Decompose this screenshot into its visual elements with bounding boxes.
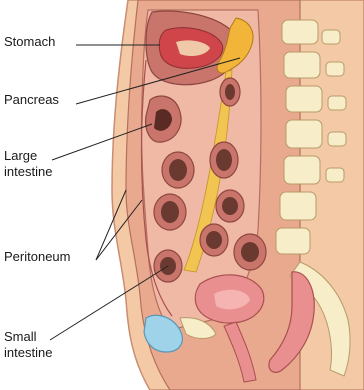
large-intestine bbox=[146, 96, 181, 142]
vertebra bbox=[284, 52, 320, 78]
vertebra bbox=[280, 192, 316, 220]
intestine-loop bbox=[169, 159, 187, 181]
vertebra bbox=[284, 156, 320, 184]
vertebra bbox=[328, 132, 346, 146]
vertebra bbox=[326, 62, 344, 76]
vertebra bbox=[276, 228, 310, 254]
intestine-loop bbox=[222, 197, 238, 215]
vertebra bbox=[328, 96, 346, 110]
vertebra bbox=[286, 120, 322, 148]
vertebra bbox=[282, 20, 318, 44]
label-stomach: Stomach bbox=[4, 34, 55, 50]
intestine-loop bbox=[161, 201, 179, 223]
label-small-intestine: Small intestine bbox=[4, 329, 52, 361]
vertebra bbox=[286, 86, 322, 112]
intestine-loop bbox=[206, 231, 222, 249]
intestine-loop bbox=[216, 149, 232, 171]
label-large-intestine: Large intestine bbox=[4, 148, 52, 180]
vertebra bbox=[326, 168, 344, 182]
label-pancreas: Pancreas bbox=[4, 92, 59, 108]
intestine-loop bbox=[241, 242, 259, 262]
intestine-loop bbox=[225, 84, 235, 100]
label-peritoneum: Peritoneum bbox=[4, 249, 70, 265]
vertebra bbox=[322, 30, 340, 44]
